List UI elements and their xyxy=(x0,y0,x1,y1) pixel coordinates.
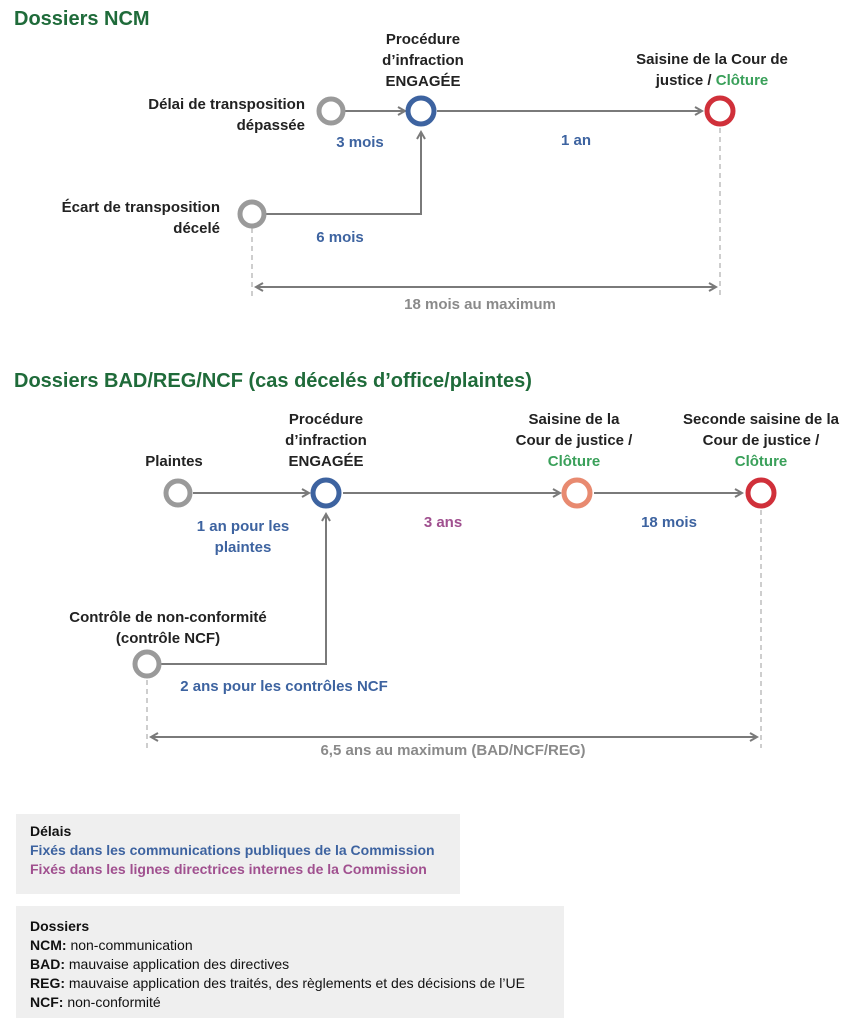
node-saisine xyxy=(561,477,593,509)
duration-1-an: 1 an xyxy=(560,132,592,149)
node-ecart xyxy=(237,199,267,229)
label-saisine: Saisine de la Cour de justice / Clôture xyxy=(636,51,788,89)
duration-3-ans: 3 ans xyxy=(423,514,463,531)
label-ecart: Écart de transposition décelé xyxy=(61,199,220,237)
section-title-bad-reg-ncf: Dossiers BAD/REG/NCF (cas décelés d’offi… xyxy=(14,370,532,392)
legend-row: BAD: mauvaise application des directives xyxy=(30,956,290,972)
section-title-ncm: Dossiers NCM xyxy=(14,8,150,30)
duration-6-mois: 6 mois xyxy=(316,229,364,246)
label-seconde-saisine: Seconde saisine de la Cour de justice / … xyxy=(683,411,839,470)
node-seconde-saisine xyxy=(745,477,777,509)
label-saisine: Saisine de la Cour de justice / Clôture xyxy=(515,411,633,470)
bad-reg-ncf-timeline xyxy=(132,477,777,748)
legend-row: NCF: non-conformité xyxy=(30,994,161,1010)
total-duration: 6,5 ans au maximum (BAD/NCF/REG) xyxy=(320,742,586,759)
duration-controles: 2 ans pour les contrôles NCF xyxy=(180,678,388,695)
label-procedure: Procédure d’infraction ENGAGÉE xyxy=(285,411,367,470)
total-duration: 18 mois au maximum xyxy=(404,296,556,313)
legend-public: Fixés dans les communications publiques … xyxy=(30,842,435,858)
node-procedure xyxy=(310,477,342,509)
legend-row: NCM: non-communication xyxy=(30,937,193,953)
arrow-controle-to-procedure xyxy=(161,514,326,665)
node-procedure xyxy=(405,95,437,127)
legend-dossiers: Dossiers NCM: non-communication BAD: mau… xyxy=(16,906,564,1018)
node-saisine xyxy=(704,95,736,127)
node-controle xyxy=(132,649,162,679)
duration-plaintes: 1 an pour les plaintes xyxy=(196,518,290,556)
legend-delais: Délais Fixés dans les communications pub… xyxy=(16,814,460,894)
label-procedure: Procédure d’infraction ENGAGÉE xyxy=(382,31,464,90)
duration-3-mois: 3 mois xyxy=(336,134,384,151)
arrow-ecart-to-procedure xyxy=(266,132,421,215)
label-plaintes: Plaintes xyxy=(145,453,203,470)
label-controle: Contrôle de non-conformité (contrôle NCF… xyxy=(69,609,267,647)
node-plaintes xyxy=(163,478,193,508)
node-delai xyxy=(316,96,346,126)
label-delai: Délai de transposition dépassée xyxy=(148,96,305,134)
legend-internal: Fixés dans les lignes directrices intern… xyxy=(30,861,427,877)
ncm-timeline xyxy=(237,95,736,297)
legend-row: REG: mauvaise application des traités, d… xyxy=(30,975,525,991)
duration-18-mois: 18 mois xyxy=(641,514,697,531)
